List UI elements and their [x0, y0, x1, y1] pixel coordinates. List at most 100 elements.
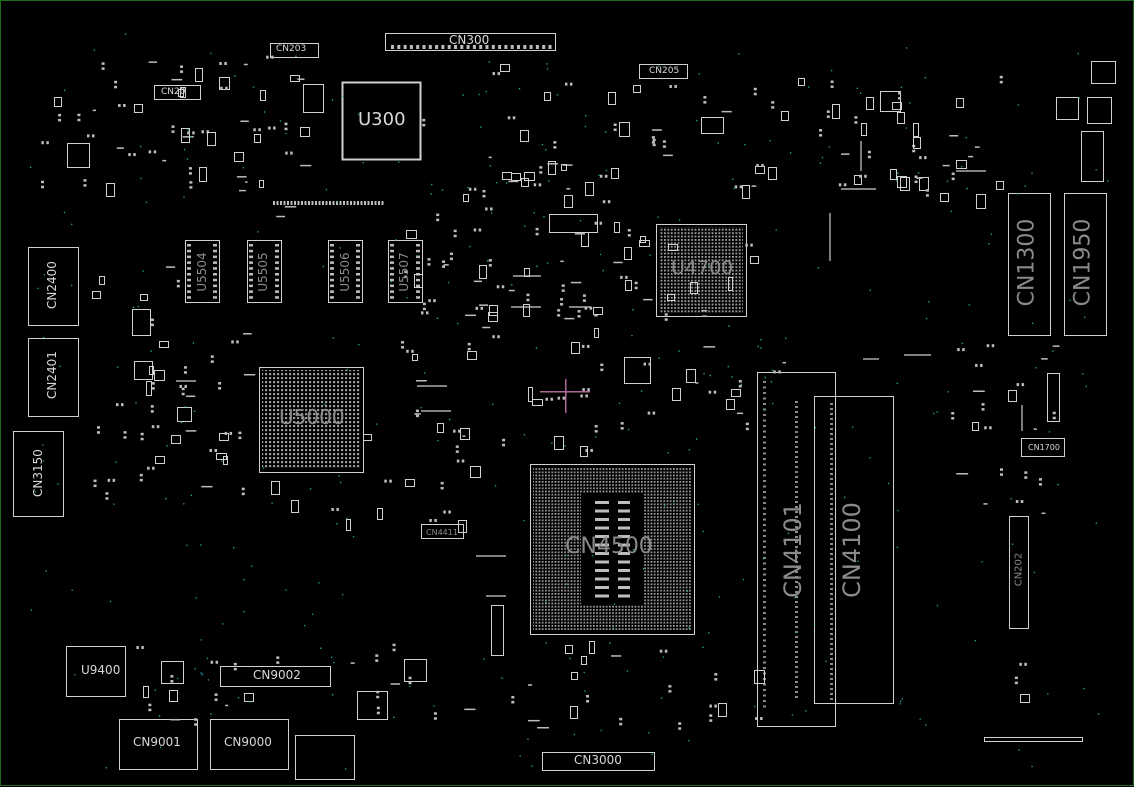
- dram-pin-r: [275, 284, 279, 288]
- via-dot: [896, 180, 898, 182]
- dram-pin-l: [390, 261, 394, 264]
- via-dot: [695, 438, 698, 440]
- cn4100-pin: [830, 488, 833, 490]
- via-dot: [142, 270, 144, 272]
- via-dot: [492, 403, 494, 406]
- passive-pad: [449, 252, 453, 256]
- trace-pad: [284, 206, 297, 208]
- passive-pad: [224, 62, 227, 66]
- via-dot: [395, 239, 397, 241]
- component-outline: [640, 236, 646, 243]
- passive-pad: [58, 113, 62, 117]
- passive-pad: [1014, 676, 1018, 680]
- cn4100-pin: [830, 478, 833, 480]
- component-outline: [195, 68, 203, 82]
- dram-pin-r: [275, 261, 279, 264]
- trace-pad: [528, 719, 540, 722]
- passive-pad: [192, 131, 195, 135]
- passive-pad: [664, 649, 668, 653]
- cn4500-inner-pad: [595, 509, 609, 513]
- passive-pad: [176, 284, 180, 288]
- cn4500-inner-pad: [595, 560, 609, 564]
- dram-chip-1: [247, 240, 282, 303]
- via-dot: [632, 549, 635, 551]
- fpc-pin: [374, 201, 377, 205]
- passive-pad: [455, 450, 459, 453]
- passive-pad: [455, 445, 459, 448]
- trace-pad: [972, 390, 985, 393]
- passive-pad: [634, 281, 638, 285]
- passive-pad: [401, 346, 405, 349]
- dram-pin-r: [356, 278, 360, 282]
- component-outline: [216, 453, 227, 460]
- passive-pad: [233, 667, 237, 671]
- via-dot: [187, 129, 189, 131]
- u9000-outline: [295, 735, 355, 780]
- passive-pad: [989, 426, 992, 430]
- cn300-pin: [428, 45, 432, 49]
- passive-pad: [778, 370, 781, 374]
- cn4101-pin: [795, 551, 798, 553]
- dram-pin-r: [356, 273, 360, 276]
- passive-pad: [97, 431, 101, 434]
- via-dot: [688, 449, 691, 451]
- via-dot: [728, 325, 730, 327]
- via-dot: [968, 304, 970, 306]
- cn4101-pin: [795, 641, 798, 643]
- via-dot: [448, 418, 451, 421]
- via-dot: [137, 305, 140, 308]
- via-dot: [42, 460, 45, 462]
- net-highlight: [565, 379, 567, 413]
- via-dot: [457, 322, 459, 325]
- passive-pad: [586, 344, 590, 348]
- passive-pad: [139, 473, 143, 477]
- via-dot: [785, 337, 787, 339]
- dram-pin-r: [416, 244, 420, 247]
- bottom-right-strip: [984, 737, 1083, 742]
- passive-pad: [562, 396, 566, 400]
- via-dot: [358, 343, 360, 346]
- via-dot: [546, 63, 548, 65]
- via-dot: [221, 460, 223, 462]
- component-outline: [996, 181, 1004, 190]
- via-dot: [393, 716, 395, 719]
- trace-pad: [414, 413, 421, 415]
- dram-chip-3: [388, 240, 423, 303]
- via-dot: [897, 509, 899, 512]
- via-dot: [667, 452, 669, 454]
- trace-pad: [276, 215, 286, 218]
- component-outline: [866, 97, 874, 110]
- via-dot: [183, 196, 185, 198]
- cn4101-pin: [795, 451, 798, 453]
- cn3150-outline: [13, 431, 64, 517]
- component-outline: [511, 173, 521, 181]
- via-dot: [598, 174, 600, 176]
- component-outline: [593, 307, 603, 315]
- via-dot: [237, 696, 240, 699]
- small-ic-m: [1047, 373, 1060, 422]
- cn4101-pin: [763, 463, 766, 466]
- dram-pin-r: [275, 255, 279, 259]
- via-dot: [222, 623, 224, 625]
- cn4101-pin: [763, 579, 766, 581]
- via-dot: [166, 445, 168, 447]
- via-dot: [545, 601, 547, 603]
- passive-pad: [999, 473, 1003, 476]
- via-dot: [859, 92, 862, 94]
- cn2400-outline: [28, 247, 79, 326]
- passive-pad: [284, 127, 288, 131]
- trace-pad: [703, 346, 716, 348]
- via-dot: [201, 673, 204, 676]
- cn4101-pin: [763, 573, 766, 576]
- label-cn20: CN20: [161, 87, 186, 97]
- cn4100-pin: [830, 688, 833, 690]
- dram-pin-l: [187, 244, 191, 247]
- fpc-pin: [357, 201, 359, 205]
- passive-pad: [951, 172, 955, 176]
- passive-pad: [755, 717, 758, 721]
- via-dot: [1048, 431, 1051, 433]
- component-outline: [92, 291, 101, 299]
- trace-pad: [297, 78, 305, 80]
- via-dot: [936, 411, 938, 413]
- component-outline: [639, 240, 650, 247]
